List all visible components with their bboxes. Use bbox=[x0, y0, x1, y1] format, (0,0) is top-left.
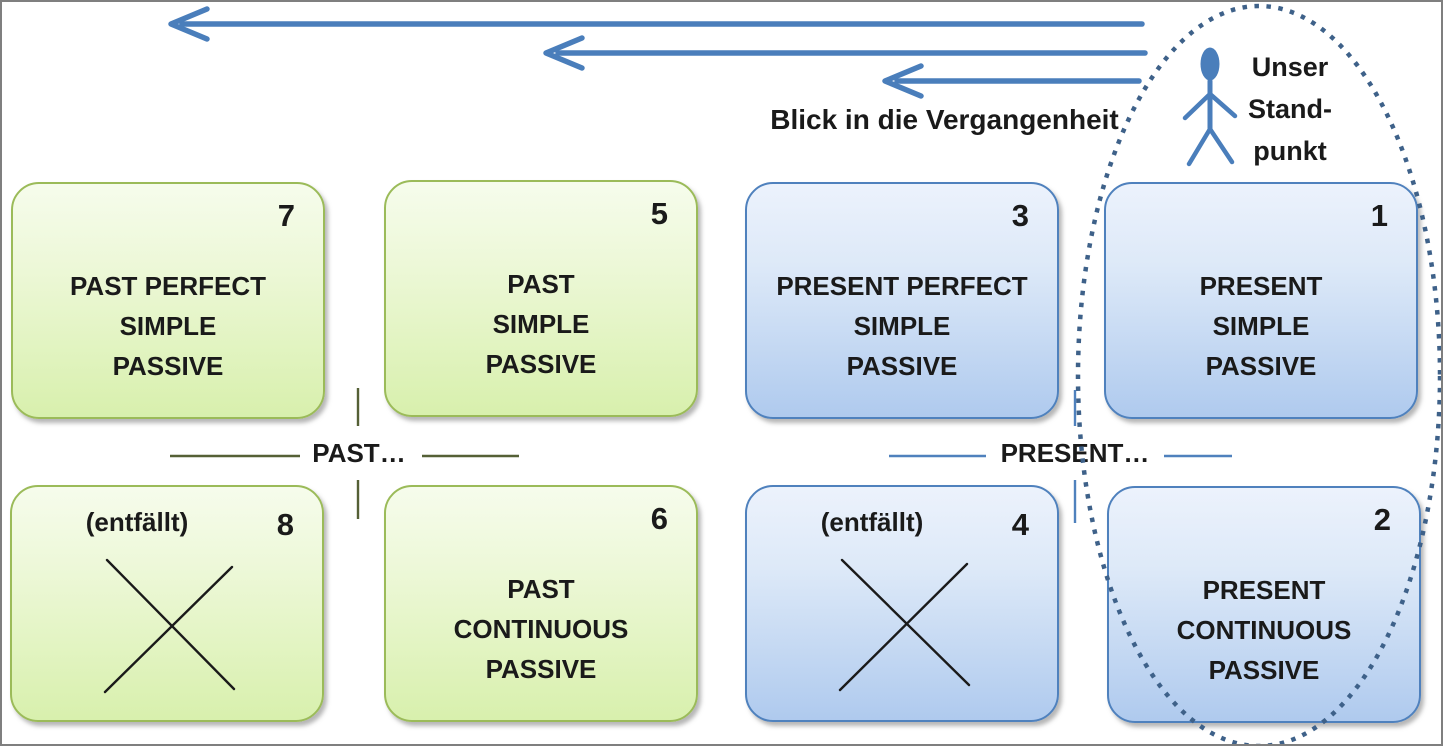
box-line: PASSIVE bbox=[846, 351, 958, 381]
box-title: PAST CONTINUOUS PASSIVE bbox=[386, 569, 696, 689]
box-number: 5 bbox=[650, 196, 668, 231]
box-number: 3 bbox=[1011, 198, 1029, 233]
box-title: PRESENT CONTINUOUS PASSIVE bbox=[1109, 570, 1419, 690]
box-8-entfaellt: (entfällt) 8 bbox=[10, 485, 324, 722]
box-number: 2 bbox=[1373, 502, 1391, 537]
box-line: SIMPLE bbox=[119, 311, 217, 341]
box-6-past-continuous-passive: 6 PAST CONTINUOUS PASSIVE bbox=[384, 485, 698, 722]
box-7-past-perfect-simple-passive: 7 PAST PERFECT SIMPLE PASSIVE bbox=[11, 182, 325, 419]
look-into-past-label: Blick in die Vergangenheit bbox=[770, 104, 1119, 135]
medium-left-arrow-icon bbox=[543, 35, 1148, 71]
box-number: 7 bbox=[277, 198, 295, 233]
box-line: SIMPLE bbox=[492, 309, 590, 339]
box-line: PASSIVE bbox=[485, 349, 597, 379]
box-line: PAST bbox=[507, 574, 575, 604]
box-line: SIMPLE bbox=[853, 311, 951, 341]
past-axis-label: PAST… bbox=[312, 438, 406, 468]
box-5-past-simple-passive: 5 PAST SIMPLE PASSIVE bbox=[384, 180, 698, 417]
long-left-arrow-icon bbox=[168, 6, 1145, 42]
box-4-entfaellt: (entfällt) 4 bbox=[745, 485, 1059, 722]
box-line: PASSIVE bbox=[112, 351, 224, 381]
standpoint-line: Unser bbox=[1251, 52, 1329, 82]
box-number: 1 bbox=[1370, 198, 1388, 233]
box-title: PRESENT PERFECT SIMPLE PASSIVE bbox=[747, 266, 1057, 386]
box-1-present-simple-passive: 1 PRESENT SIMPLE PASSIVE bbox=[1104, 182, 1418, 419]
box-line: SIMPLE bbox=[1212, 311, 1310, 341]
box-title: PAST PERFECT SIMPLE PASSIVE bbox=[13, 266, 323, 386]
box-title: PRESENT SIMPLE PASSIVE bbox=[1106, 266, 1416, 386]
present-axis-label: PRESENT… bbox=[1000, 438, 1150, 468]
box-line: PAST PERFECT bbox=[70, 271, 266, 301]
box-number: 4 bbox=[1011, 507, 1029, 542]
box-line: PASSIVE bbox=[1208, 655, 1320, 685]
box-line: PRESENT bbox=[1202, 575, 1326, 605]
box-line: PRESENT bbox=[1199, 271, 1323, 301]
standpoint-line: punkt bbox=[1253, 136, 1327, 166]
stick-figure-icon bbox=[1182, 47, 1238, 167]
box-line: PAST bbox=[507, 269, 575, 299]
box-2-present-continuous-passive: 2 PRESENT CONTINUOUS PASSIVE bbox=[1107, 486, 1421, 723]
box-line: CONTINUOUS bbox=[1176, 615, 1352, 645]
box-number: 6 bbox=[650, 501, 668, 536]
box-3-present-perfect-simple-passive: 3 PRESENT PERFECT SIMPLE PASSIVE bbox=[745, 182, 1059, 419]
box-line: PRESENT PERFECT bbox=[776, 271, 1028, 301]
box-label: (entfällt) bbox=[85, 507, 189, 537]
box-line: PASSIVE bbox=[485, 654, 597, 684]
box-line: PASSIVE bbox=[1205, 351, 1317, 381]
box-label: (entfällt) bbox=[820, 507, 924, 537]
box-line: CONTINUOUS bbox=[453, 614, 629, 644]
standpoint-line: Stand- bbox=[1248, 94, 1332, 124]
our-standpoint-label: Unser Stand- punkt bbox=[1238, 46, 1342, 172]
short-left-arrow-icon bbox=[882, 63, 1142, 99]
box-number: 8 bbox=[276, 507, 294, 542]
box-title: PAST SIMPLE PASSIVE bbox=[386, 264, 696, 384]
